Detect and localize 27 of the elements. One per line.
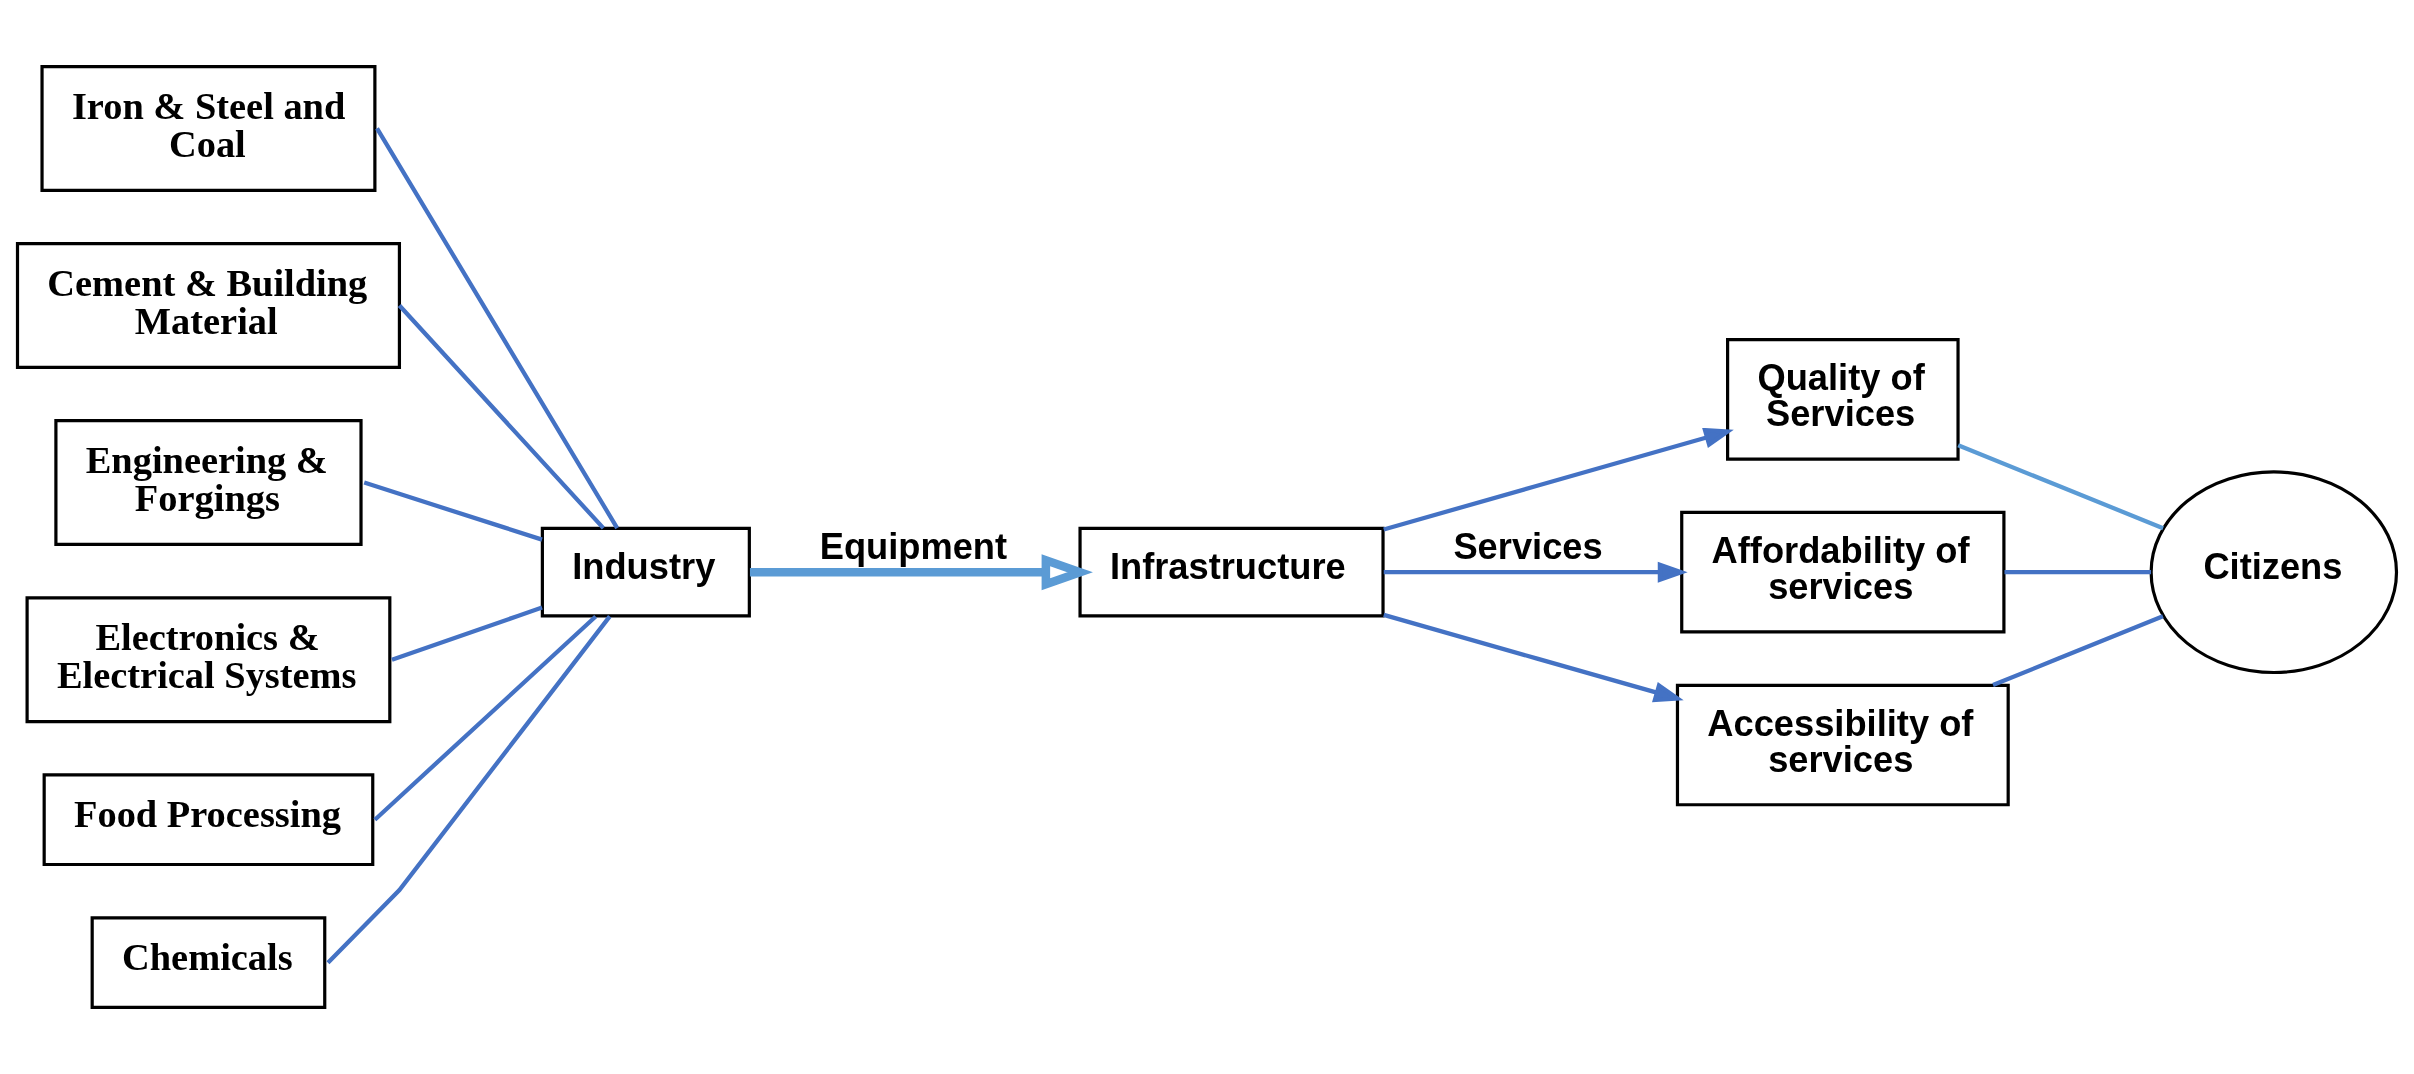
connector: [2004, 570, 2151, 575]
connector: [1957, 443, 2164, 531]
connector: [373, 614, 598, 822]
node-box: Food Processing: [42, 773, 375, 867]
connector: [326, 615, 612, 965]
arrow: [1383, 427, 1734, 532]
node-box: Engineering & Forgings: [54, 419, 363, 547]
connector: [391, 605, 543, 662]
node-ellipse: Citizens: [2149, 470, 2399, 675]
connector: [397, 304, 605, 530]
edge-label: Services: [1453, 525, 1603, 567]
node-box: Accessibility of services: [1675, 683, 2010, 807]
edge-label: Equipment: [819, 525, 1008, 567]
arrow: [1383, 612, 1684, 703]
node-box: Cement & Building Material: [15, 242, 402, 369]
node-box: Iron & Steel and Coal: [40, 64, 377, 192]
arrow: [1383, 561, 1688, 583]
node-box: Infrastructure: [1078, 526, 1385, 618]
node-box: Industry: [540, 526, 751, 618]
node-box: Electronics & Electrical Systems: [25, 596, 392, 724]
connector: [363, 480, 543, 542]
arrow: [749, 554, 1093, 591]
node-box: Affordability of services: [1680, 510, 2006, 634]
connector: [375, 127, 619, 530]
node-box: Quality of Services: [1726, 338, 1960, 461]
connector: [1992, 614, 2164, 688]
node-box: Chemicals: [90, 916, 327, 1010]
